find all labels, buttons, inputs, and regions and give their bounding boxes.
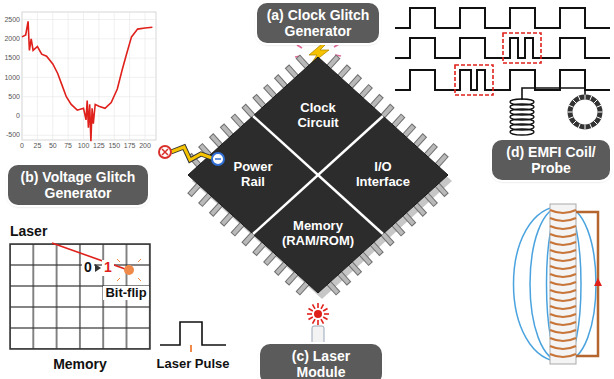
voltage-wire	[159, 146, 224, 165]
axis-tick: 0	[16, 112, 20, 120]
voltage-chart	[22, 12, 156, 141]
pulse-label: Laser Pulse	[157, 357, 230, 371]
axis-tick: 50	[49, 142, 57, 150]
module-callout: (c) Laser Module	[260, 344, 382, 379]
axis-tick: 75	[64, 142, 72, 150]
axis-tick: 500	[8, 93, 20, 101]
axis-tick: 125	[93, 142, 105, 150]
node-text: (c) Laser Module	[266, 348, 376, 379]
axis-tick: 150	[108, 142, 120, 150]
node-text: I/O Interface	[348, 160, 418, 190]
generator-callout: (b) Voltage Glitch Generator	[8, 165, 148, 205]
chip-region: Memory (RAM/ROM)	[278, 219, 358, 249]
node-text: (b) Voltage Glitch Generator	[14, 169, 142, 201]
chip-region: I/O Interface	[348, 160, 418, 190]
axis-tick: 1500	[4, 54, 20, 62]
axis-tick: 25	[34, 142, 42, 150]
axis-tick: 2500	[4, 16, 20, 24]
chip-region: Clock Circuit	[282, 101, 354, 131]
laser-module	[307, 303, 329, 348]
memory-grid	[10, 243, 150, 349]
clock-waveforms	[395, 8, 610, 95]
node-text: Power Rail	[224, 160, 282, 190]
chip-body	[188, 57, 448, 293]
emfi-coil-field	[514, 204, 603, 364]
bitflip-label: Bit-flip	[103, 286, 148, 300]
laser-label: Laser	[10, 224, 47, 239]
axis-tick: 0	[20, 142, 24, 150]
generator-callout: (a) Clock Glitch Generator	[257, 3, 379, 43]
memory-label: Memory	[53, 357, 107, 372]
axis-tick: 2000	[4, 35, 20, 43]
node-text: (a) Clock Glitch Generator	[263, 7, 373, 39]
axis-tick: 200	[139, 142, 151, 150]
node-text: (d) EMFI Coil/ Probe	[498, 144, 604, 176]
node-text: Clock Circuit	[282, 101, 354, 131]
probe-callout: (d) EMFI Coil/ Probe	[492, 140, 610, 180]
axis-tick: 100	[78, 142, 90, 150]
bit-value: 1	[102, 260, 114, 275]
axis-tick: -500	[6, 131, 20, 139]
axis-tick: 1000	[4, 74, 20, 82]
laser-pulse	[160, 322, 226, 352]
axis-tick: 175	[124, 142, 136, 150]
emfi-probe	[510, 88, 603, 135]
bit-value: 0	[82, 260, 94, 275]
node-text: Memory (RAM/ROM)	[278, 219, 358, 249]
chip-region: Power Rail	[224, 160, 282, 190]
